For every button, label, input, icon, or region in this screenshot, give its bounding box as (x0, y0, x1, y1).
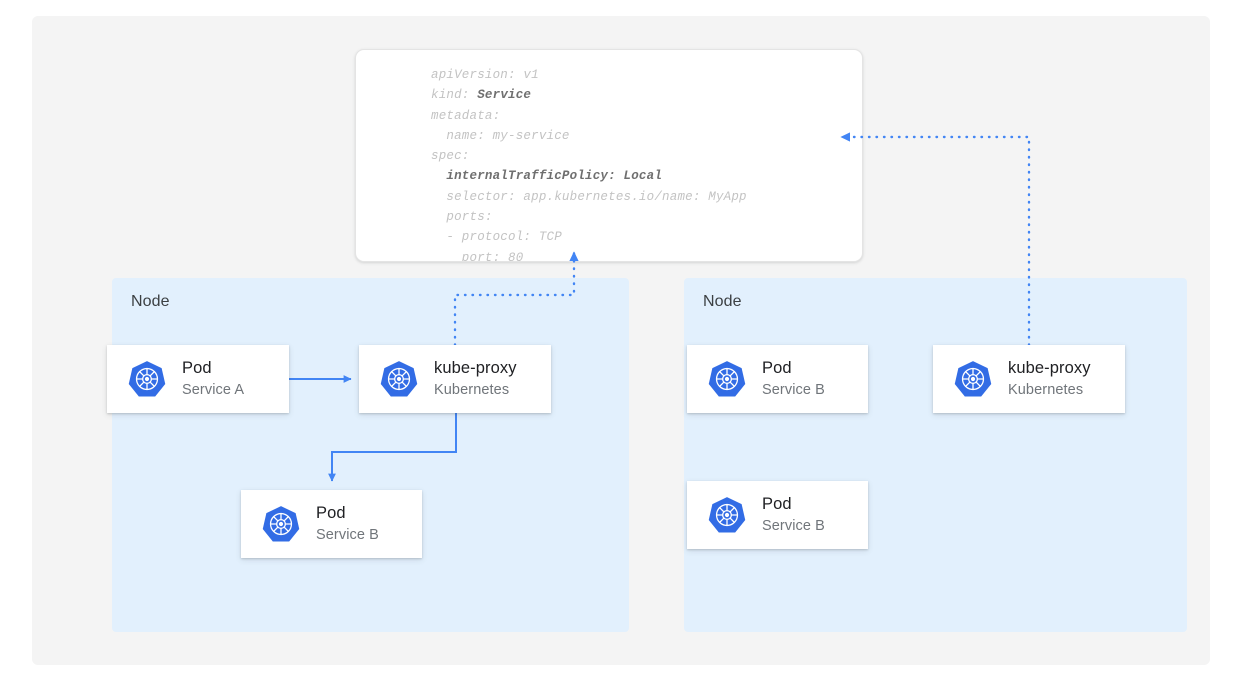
yaml-line-metadata: metadata: (431, 108, 501, 123)
card-pod-a-title: Pod (182, 359, 212, 377)
kubernetes-icon (954, 361, 992, 397)
card-kube-proxy-left-subtitle: Kubernetes (434, 382, 510, 398)
service-yaml-code: apiVersion: v1 kind: Service metadata: n… (431, 65, 747, 262)
card-kube-proxy-left-text: kube-proxy Kubernetes (434, 358, 517, 400)
yaml-line-apiversion: apiVersion: v1 (431, 68, 539, 82)
card-pod-b-right-2[interactable]: Pod Service B (687, 481, 868, 549)
yaml-line-spec: spec: (431, 149, 470, 164)
card-pod-b-right-2-subtitle: Service B (762, 518, 825, 534)
card-pod-b-right-2-text: Pod Service B (762, 494, 825, 536)
card-kube-proxy-right[interactable]: kube-proxy Kubernetes (933, 345, 1125, 413)
card-pod-a[interactable]: Pod Service A (107, 345, 289, 413)
card-pod-b-left[interactable]: Pod Service B (241, 490, 422, 558)
card-pod-b-left-text: Pod Service B (316, 503, 379, 545)
node-region-left: Node (112, 278, 629, 632)
node-region-right: Node (684, 278, 1187, 632)
diagram-canvas: apiVersion: v1 kind: Service metadata: n… (32, 16, 1210, 665)
node-label-right: Node (703, 293, 742, 310)
card-pod-b-left-title: Pod (316, 504, 346, 522)
card-kube-proxy-right-text: kube-proxy Kubernetes (1008, 358, 1091, 400)
card-pod-a-subtitle: Service A (182, 382, 245, 398)
yaml-line-port: port: 80 (431, 250, 524, 262)
kubernetes-icon (262, 506, 300, 542)
kubernetes-icon (708, 361, 746, 397)
node-label-left: Node (131, 293, 170, 310)
card-kube-proxy-left-title: kube-proxy (434, 359, 517, 377)
card-pod-b-right-1-subtitle: Service B (762, 382, 825, 398)
yaml-line-selector: selector: app.kubernetes.io/name: MyApp (431, 189, 747, 204)
yaml-line-protocol: - protocol: TCP (431, 230, 562, 245)
card-pod-b-right-2-title: Pod (762, 495, 792, 513)
kubernetes-icon (708, 497, 746, 533)
card-pod-b-right-1[interactable]: Pod Service B (687, 345, 868, 413)
kubernetes-icon (380, 361, 418, 397)
card-kube-proxy-left[interactable]: kube-proxy Kubernetes (359, 345, 551, 413)
card-pod-b-right-1-text: Pod Service B (762, 358, 825, 400)
service-yaml-card: apiVersion: v1 kind: Service metadata: n… (355, 49, 863, 262)
card-kube-proxy-right-subtitle: Kubernetes (1008, 382, 1084, 398)
card-pod-b-left-subtitle: Service B (316, 527, 379, 543)
yaml-line-kind: kind: Service (431, 88, 532, 103)
yaml-line-internaltrafficpolicy: internalTrafficPolicy: Local (446, 169, 663, 184)
yaml-line-ports: ports: (431, 210, 493, 225)
kubernetes-icon (128, 361, 166, 397)
card-pod-a-text: Pod Service A (182, 358, 244, 400)
card-pod-b-right-1-title: Pod (762, 359, 792, 377)
yaml-line-name: name: my-service (431, 128, 570, 143)
card-kube-proxy-right-title: kube-proxy (1008, 359, 1091, 377)
